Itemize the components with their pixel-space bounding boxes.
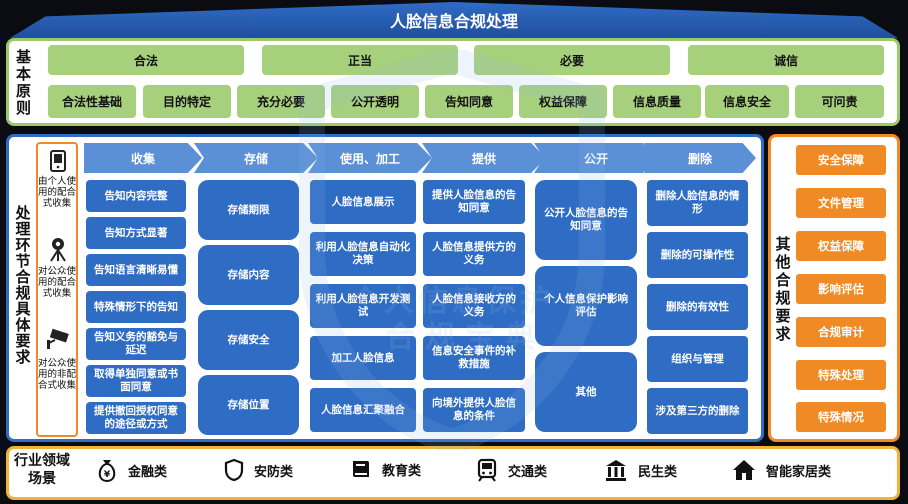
principle-legal: 合法 xyxy=(48,45,244,75)
principle-sub-6: 权益保障 xyxy=(519,85,607,118)
use-item: 利用人脸信息自动化决策 xyxy=(310,232,416,276)
industry-item: 交通类 xyxy=(476,458,547,482)
delete-item: 涉及第三方的删除 xyxy=(647,388,748,434)
stage-store: 存储 xyxy=(194,143,318,173)
use-item: 人脸信息汇聚融合 xyxy=(310,388,416,432)
shield-icon xyxy=(224,458,244,482)
disclose-item: 其他 xyxy=(535,352,637,432)
house-icon xyxy=(733,460,755,480)
use-item: 人脸信息展示 xyxy=(310,180,416,224)
principle-sub-1: 合法性基础 xyxy=(48,85,136,118)
stage-use: 使用、加工 xyxy=(308,143,432,173)
principle-necessary: 必要 xyxy=(474,45,670,75)
delete-item: 组织与管理 xyxy=(647,336,748,382)
provide-item: 人脸信息提供方的义务 xyxy=(423,232,525,276)
book-icon xyxy=(353,461,369,477)
delete-item: 删除的可操作性 xyxy=(647,232,748,278)
delete-item: 删除的有效性 xyxy=(647,284,748,330)
store-item: 存储安全 xyxy=(198,310,299,370)
other-item: 权益保障 xyxy=(796,231,886,261)
method-3: 对公众使用的非配合式收集 xyxy=(38,358,77,391)
collection-methods xyxy=(36,142,78,437)
industry-item: 民生类 xyxy=(604,458,677,482)
principle-sub-9: 可问责 xyxy=(795,85,884,118)
stage-collect: 收集 xyxy=(84,143,202,173)
stage-delete: 删除 xyxy=(644,143,756,173)
collect-item: 特殊情形下的告知 xyxy=(86,291,186,323)
stage-disclose: 公开 xyxy=(534,143,658,173)
collect-item: 告知内容完整 xyxy=(86,180,186,212)
watermark-text-2: 合规宝典 xyxy=(385,320,545,355)
industry-item: ¥ 金融类 xyxy=(96,458,167,482)
method-2: 对公众使用的配合式收集 xyxy=(38,266,77,299)
other-item: 特殊情况 xyxy=(796,402,886,432)
watermark-text-1: 个人信息保护 xyxy=(350,284,554,319)
other-item: 文件管理 xyxy=(796,188,886,218)
principle-proper: 正当 xyxy=(262,45,458,75)
principle-sub-4: 公开透明 xyxy=(331,85,419,118)
building-icon xyxy=(606,460,626,481)
phone-icon xyxy=(50,150,66,172)
use-item: 加工人脸信息 xyxy=(310,336,416,380)
use-item: 利用人脸信息开发测试 xyxy=(310,284,416,328)
principles-label: 基本原则 xyxy=(14,49,32,117)
disclose-item: 公开人脸信息的告知同意 xyxy=(535,180,637,260)
industry-label: 行业领域场景 xyxy=(14,453,70,487)
industry-item: 智能家居类 xyxy=(732,458,831,482)
principle-sub-5: 告知同意 xyxy=(425,85,513,118)
principle-integrity: 诚信 xyxy=(688,45,884,75)
diagram-title: 人脸信息合规处理 xyxy=(10,2,898,38)
other-item: 特殊处理 xyxy=(796,360,886,390)
stage-provide: 提供 xyxy=(422,143,546,173)
other-item: 影响评估 xyxy=(796,274,886,304)
provide-item: 提供人脸信息的告知同意 xyxy=(423,180,525,224)
shield-watermark xyxy=(299,50,605,450)
provide-item: 向境外提供人脸信息的条件 xyxy=(423,388,525,432)
store-item: 存储期限 xyxy=(198,180,299,240)
camera-tripod-icon xyxy=(50,238,66,262)
train-icon xyxy=(477,458,497,482)
provide-item: 人脸信息接收方的义务 xyxy=(423,284,525,328)
other-item: 安全保障 xyxy=(796,145,886,175)
industry-item: 安防类 xyxy=(224,458,293,482)
principle-sub-7: 信息质量 xyxy=(613,85,701,118)
collect-item: 告知语言清晰易懂 xyxy=(86,254,186,286)
process-label: 处理环节合规具体要求 xyxy=(13,205,32,365)
delete-item: 删除人脸信息的情形 xyxy=(647,180,748,226)
other-label: 其他合规要求 xyxy=(773,236,792,344)
store-item: 存储内容 xyxy=(198,245,299,305)
method-1: 由个人使用的配合式收集 xyxy=(38,176,77,209)
collect-item: 告知方式显著 xyxy=(86,217,186,249)
collect-item: 告知义务的豁免与延迟 xyxy=(86,328,186,360)
money-bag-icon: ¥ xyxy=(98,460,116,482)
svg-text:¥: ¥ xyxy=(104,470,111,480)
industry-item: 教育类 xyxy=(350,458,421,480)
cctv-camera-icon xyxy=(47,328,69,349)
principle-sub-2: 目的特定 xyxy=(143,85,231,118)
principle-sub-8: 信息安全 xyxy=(705,85,789,118)
store-item: 存储位置 xyxy=(198,375,299,435)
collect-item: 取得单独同意或书面同意 xyxy=(86,365,186,397)
principle-sub-3: 充分必要 xyxy=(237,85,325,118)
provide-item: 信息安全事件的补救措施 xyxy=(423,336,525,380)
other-item: 合规审计 xyxy=(796,317,886,347)
disclose-item: 个人信息保护影响评估 xyxy=(535,266,637,346)
collect-item: 提供撤回授权同意的途径或方式 xyxy=(86,402,186,434)
